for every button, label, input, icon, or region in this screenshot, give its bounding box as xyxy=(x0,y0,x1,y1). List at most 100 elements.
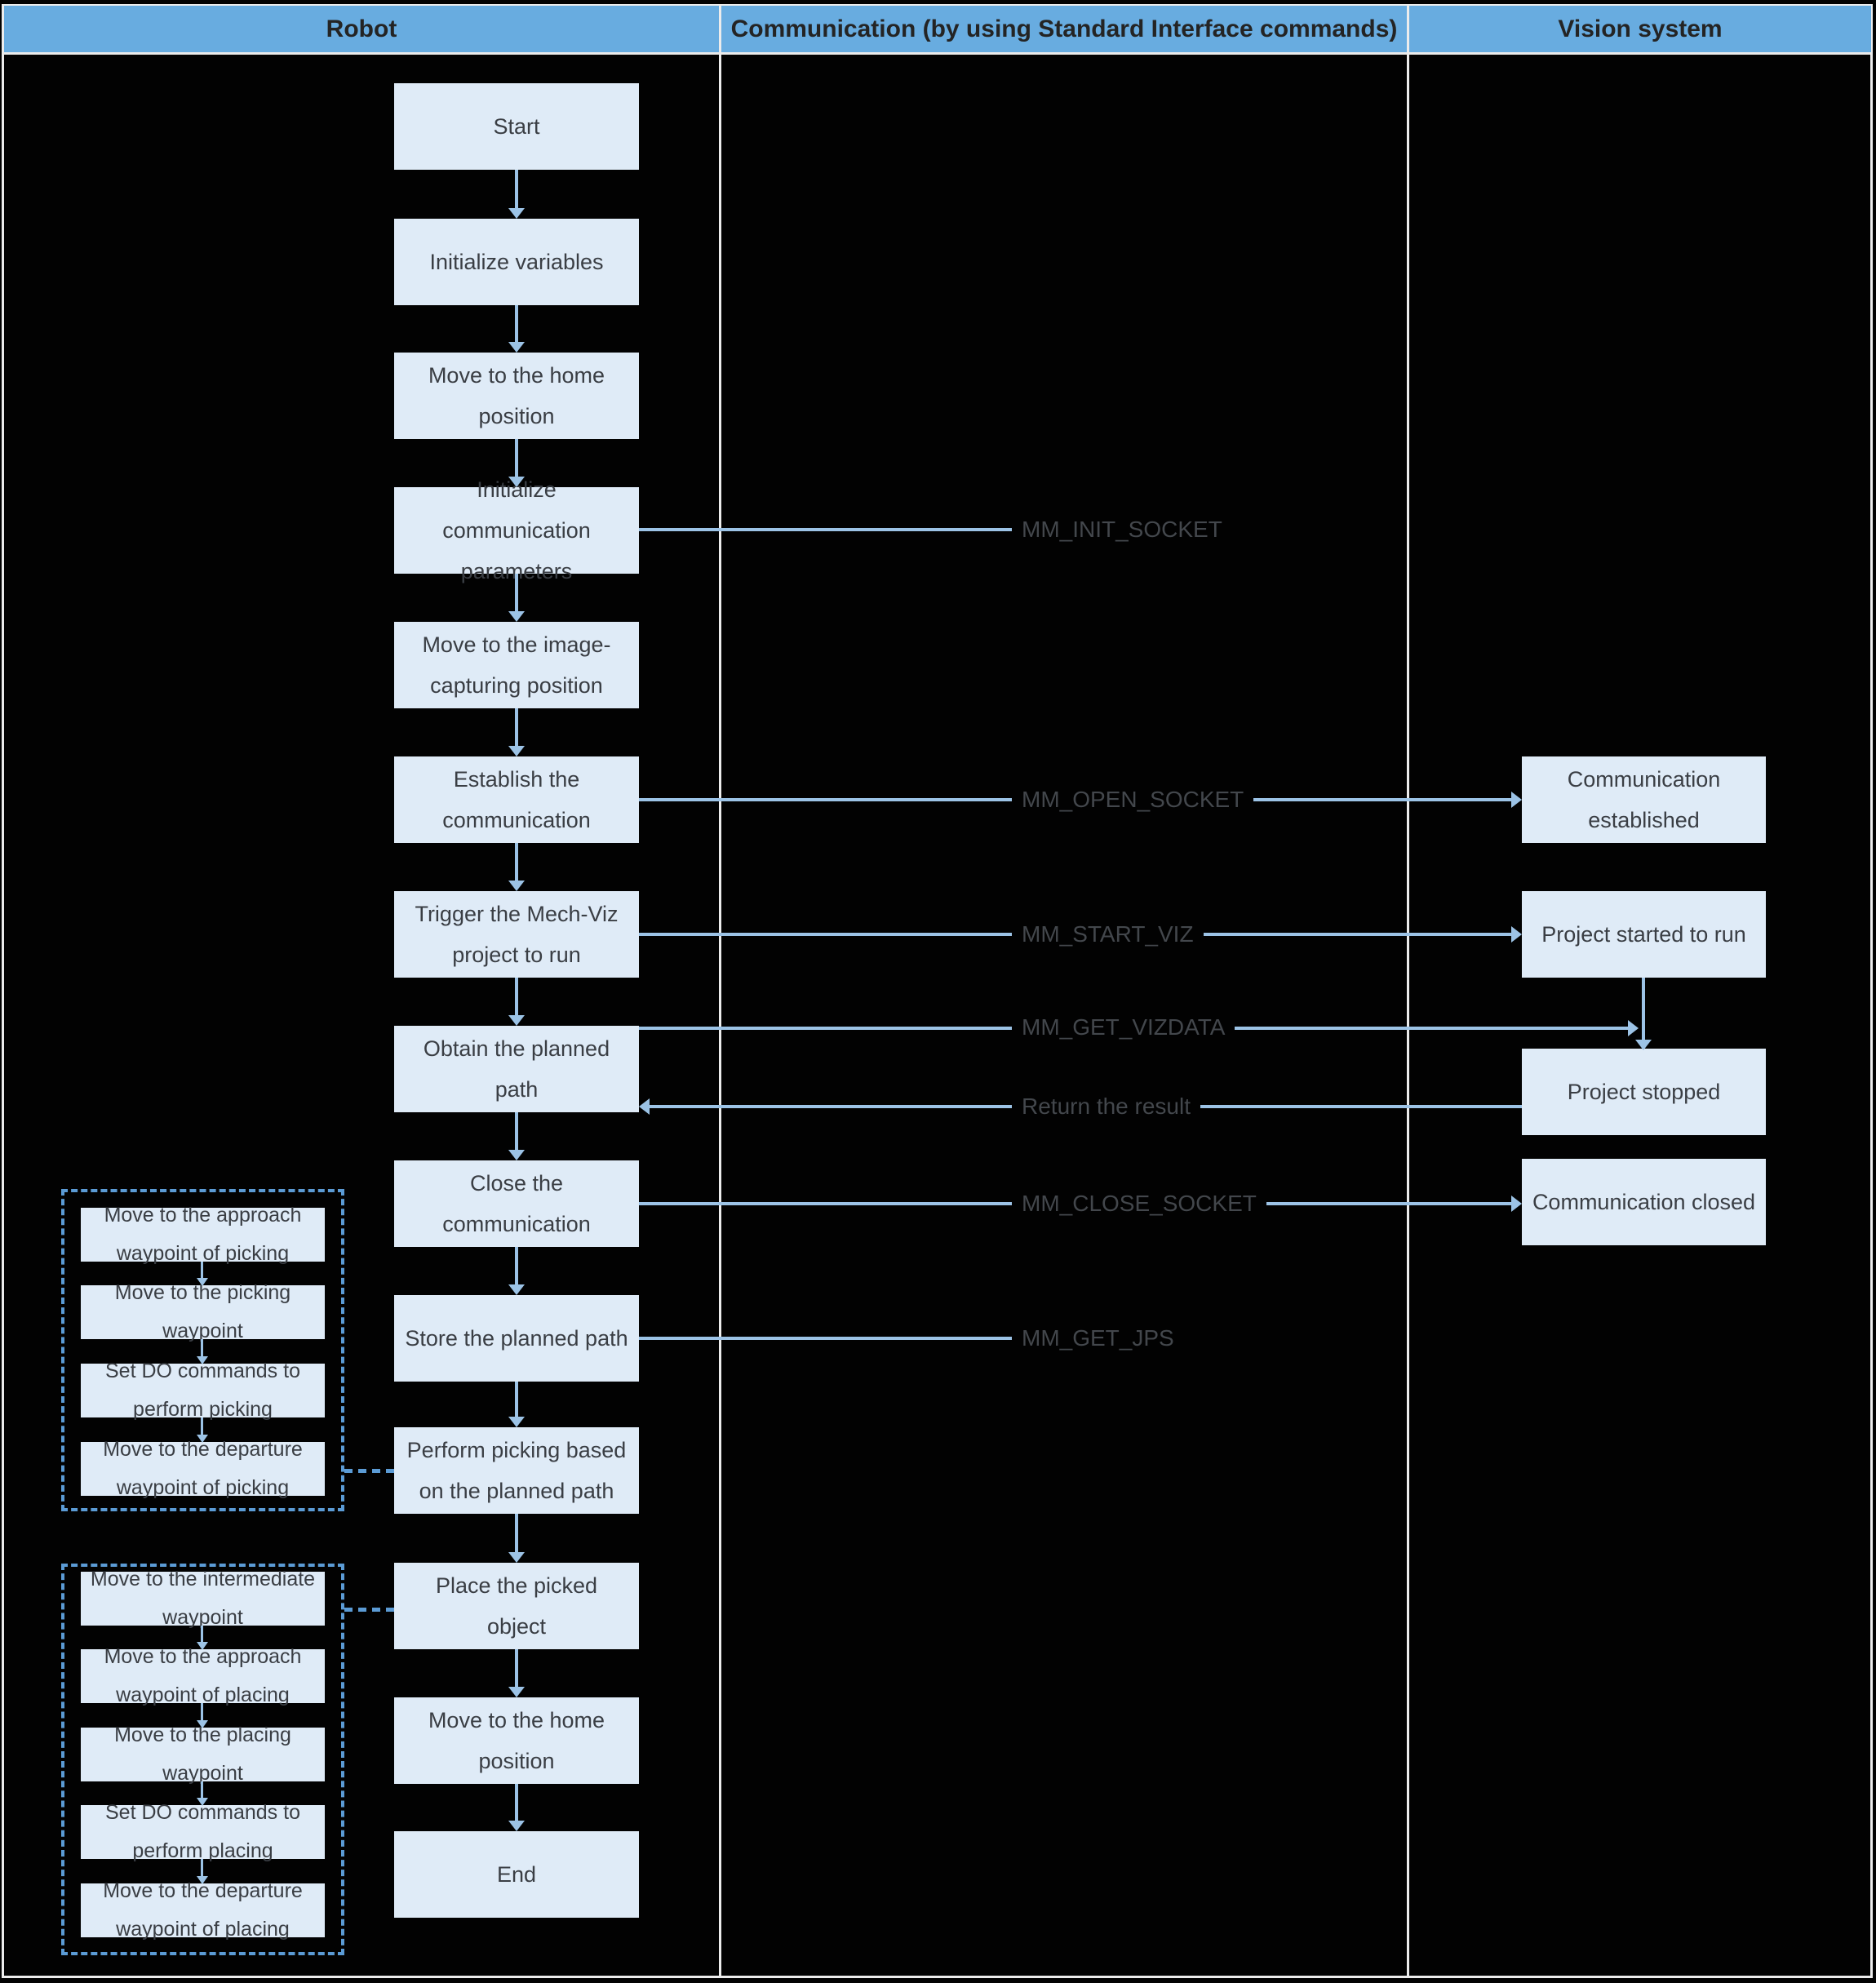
vision-node-communication-established: Communication established xyxy=(1522,756,1766,843)
down-arrow xyxy=(515,1112,518,1150)
flow-node-initialize-variables: Initialize variables xyxy=(394,219,639,305)
node-text-line: project to run xyxy=(452,943,581,967)
node-text-line: Communication xyxy=(1567,767,1721,792)
down-arrow xyxy=(201,1262,203,1278)
flow-node-establish-the-communication: Establish the communication xyxy=(394,756,639,843)
node-text-line: capturing position xyxy=(430,673,603,698)
node-text-line: Move to the home xyxy=(428,1708,605,1732)
node-text-line: Establish the xyxy=(453,767,580,792)
down-arrow xyxy=(515,1649,518,1687)
placing-step-intermediate-waypoint: Move to the intermediate waypoint xyxy=(81,1568,325,1629)
flow-node-trigger-mech-viz-project: Trigger the Mech-Viz project to run xyxy=(394,891,639,978)
node-text-line: Move to the image- xyxy=(422,632,611,657)
down-arrow xyxy=(515,305,518,342)
picking-step-departure-waypoint: Move to the departure waypoint of pickin… xyxy=(81,1438,325,1499)
placing-step-placing-waypoint: Move to the placing waypoint xyxy=(81,1723,325,1785)
placing-step-approach-waypoint: Move to the approach waypoint of placing xyxy=(81,1645,325,1706)
outer-frame xyxy=(2,4,1873,1978)
picking-step-approach-waypoint: Move to the approach waypoint of picking xyxy=(81,1204,325,1265)
node-text-line: communication xyxy=(442,1212,591,1236)
command-label-mm-open-socket: MM_OPEN_SOCKET xyxy=(1012,787,1254,813)
down-arrow xyxy=(515,1514,518,1552)
down-arrow xyxy=(201,1417,203,1435)
node-text-line: Obtain the planned xyxy=(423,1036,610,1061)
down-arrow xyxy=(201,1781,203,1798)
placing-step-departure-waypoint: Move to the departure waypoint of placin… xyxy=(81,1879,325,1941)
node-text-line: Trigger the Mech-Viz xyxy=(415,902,619,926)
node-text-line: Store the planned path xyxy=(405,1326,628,1351)
header-cell-vision-system: Vision system xyxy=(1409,6,1871,52)
down-arrow xyxy=(201,1626,203,1642)
flow-node-close-the-communication: Close the communication xyxy=(394,1160,639,1247)
node-text-line: on the planned path xyxy=(419,1479,614,1503)
node-text-line: position xyxy=(478,1749,555,1773)
node-text-line: Project started to run xyxy=(1541,922,1746,947)
vision-node-project-started-to-run: Project started to run xyxy=(1522,891,1766,978)
vision-node-project-stopped: Project stopped xyxy=(1522,1049,1766,1135)
lane-divider-2 xyxy=(1407,6,1409,1977)
header-label-communication: Communication (by using Standard Interfa… xyxy=(730,15,1398,42)
command-label-return-the-result: Return the result xyxy=(1012,1094,1200,1120)
node-text-line: path xyxy=(495,1077,539,1102)
header-cell-communication: Communication (by using Standard Interfa… xyxy=(721,6,1407,52)
node-text-line: End xyxy=(496,1862,537,1887)
down-arrow xyxy=(201,1859,203,1876)
node-text-line: Move to the home xyxy=(428,363,605,388)
header-label-vision-system: Vision system xyxy=(1558,15,1723,42)
command-label-mm-get-jps: MM_GET_JPS xyxy=(1012,1325,1184,1351)
node-text-line: Move to the intermediate xyxy=(90,1568,316,1590)
node-text-line: Place the picked xyxy=(435,1573,598,1598)
placing-steps-group xyxy=(61,1564,344,1955)
down-arrow xyxy=(515,170,518,208)
picking-steps-group xyxy=(61,1189,344,1511)
header-cell-robot: Robot xyxy=(4,6,719,52)
node-text-line: object xyxy=(486,1614,547,1639)
flow-node-perform-picking: Perform picking based on the planned pat… xyxy=(394,1427,639,1514)
command-label-mm-get-vizdata: MM_GET_VIZDATA xyxy=(1012,1014,1235,1040)
down-arrow xyxy=(201,1339,203,1356)
connector-mm-get-jps xyxy=(639,1337,1014,1340)
down-arrow xyxy=(515,1247,518,1284)
flow-node-start: Start xyxy=(394,83,639,170)
flow-node-move-to-image-capturing-position: Move to the image- capturing position xyxy=(394,622,639,708)
flow-node-move-to-home-position-2: Move to the home position xyxy=(394,1697,639,1784)
node-text-line: communication xyxy=(442,518,591,543)
node-text-line: Start xyxy=(493,114,540,139)
header-label-robot: Robot xyxy=(326,15,397,42)
picking-step-picking-waypoint: Move to the picking waypoint xyxy=(81,1281,325,1342)
down-arrow xyxy=(515,1784,518,1821)
node-text-line: Initialize variables xyxy=(429,250,604,274)
down-arrow xyxy=(515,843,518,881)
flow-node-store-the-planned-path: Store the planned path xyxy=(394,1295,639,1382)
down-arrow xyxy=(515,439,518,477)
node-text-line: waypoint of picking xyxy=(116,1476,290,1499)
picking-group-dashed-connector xyxy=(344,1469,394,1473)
down-arrow xyxy=(515,708,518,746)
lane-divider-1 xyxy=(719,6,721,1977)
node-text-line: Move to the approach xyxy=(104,1204,302,1227)
command-label-mm-start-viz: MM_START_VIZ xyxy=(1012,921,1204,947)
down-arrow xyxy=(1642,978,1645,1040)
node-text-line: position xyxy=(478,404,555,428)
command-label-mm-init-socket: MM_INIT_SOCKET xyxy=(1012,517,1232,543)
down-arrow xyxy=(515,978,518,1015)
connector-mm-init-socket xyxy=(639,528,1014,531)
placing-group-dashed-connector xyxy=(344,1608,394,1612)
flow-node-place-the-picked-object: Place the picked object xyxy=(394,1563,639,1649)
down-arrow xyxy=(515,1382,518,1417)
node-text-line: Perform picking based xyxy=(406,1438,627,1462)
node-text-line: established xyxy=(1588,808,1700,832)
flow-node-obtain-the-planned-path: Obtain the planned path xyxy=(394,1026,639,1112)
placing-step-set-do-commands: Set DO commands to perform placing xyxy=(81,1801,325,1862)
node-text-line: Project stopped xyxy=(1567,1080,1721,1104)
down-arrow xyxy=(515,574,518,611)
flow-node-move-to-home-position: Move to the home position xyxy=(394,353,639,439)
node-text-line: Close the xyxy=(469,1171,564,1196)
header-underline xyxy=(2,52,1873,55)
node-text-line: Communication closed xyxy=(1532,1190,1756,1214)
vision-node-communication-closed: Communication closed xyxy=(1522,1159,1766,1245)
node-text-line: waypoint of placing xyxy=(116,1918,290,1941)
down-arrow xyxy=(201,1703,203,1720)
flow-node-initialize-communication-parameters: Initialize communication parameters xyxy=(394,477,639,583)
